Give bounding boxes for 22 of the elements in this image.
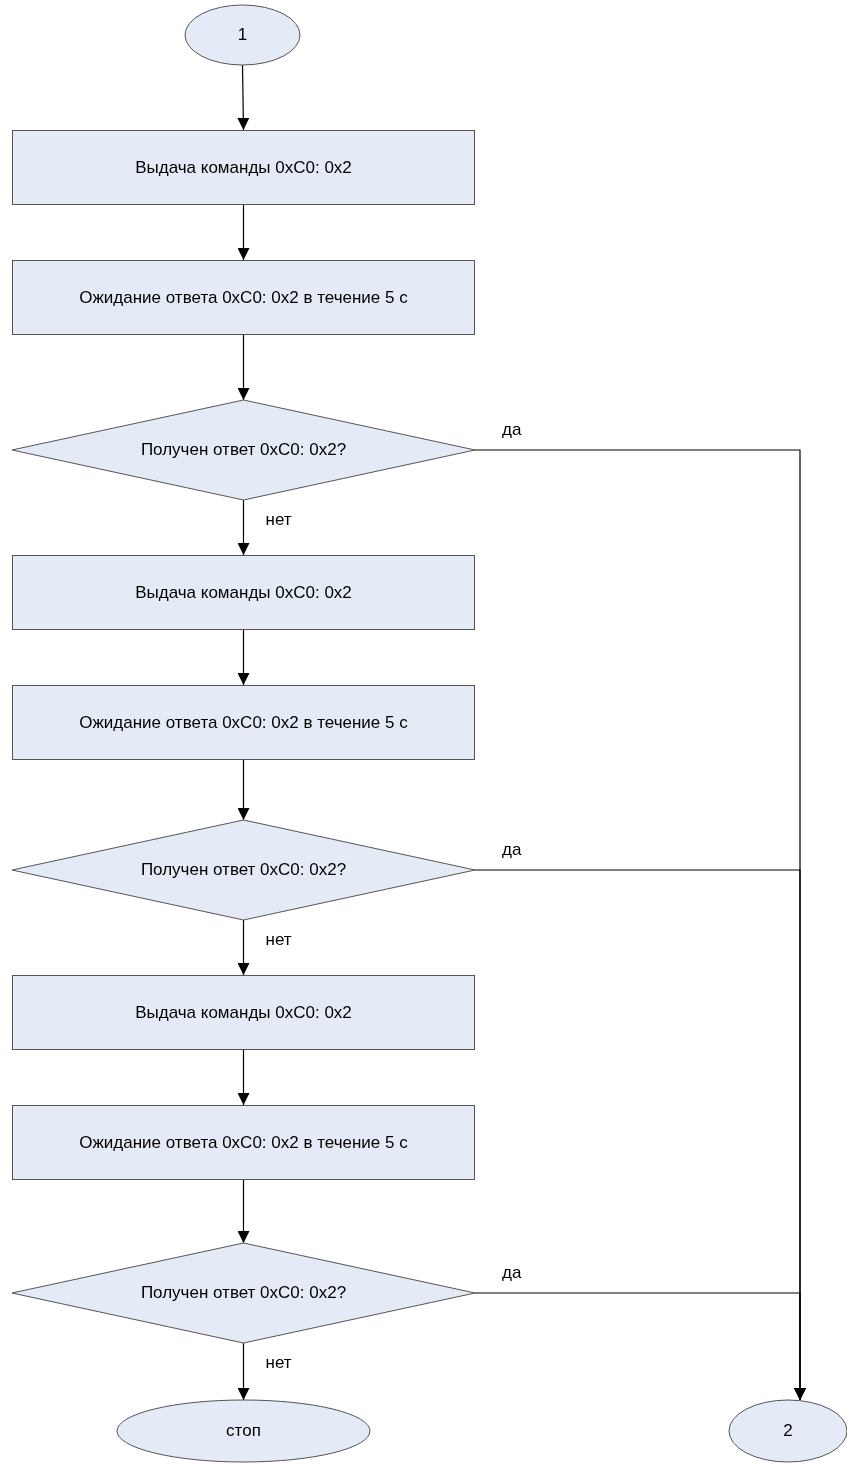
arrow xyxy=(474,1292,806,1401)
process-box: Ожидание ответа 0xC0: 0x2 в течение 5 с xyxy=(12,1105,475,1180)
arrow xyxy=(237,629,250,686)
process-box: Ожидание ответа 0xC0: 0x2 в течение 5 с xyxy=(12,260,475,335)
arrow xyxy=(237,64,250,131)
arrow xyxy=(237,759,250,821)
arrow xyxy=(237,499,250,556)
arrow xyxy=(237,1342,250,1401)
arrow xyxy=(237,334,250,401)
process-box: Выдача команды 0xC0: 0x2 xyxy=(12,975,475,1050)
decision-diamond: Получен ответ 0xC0: 0x2? xyxy=(12,820,475,920)
decision-diamond: Получен ответ 0xC0: 0x2? xyxy=(12,400,475,500)
arrow xyxy=(237,204,250,261)
arrow xyxy=(237,1049,250,1106)
process-box: Ожидание ответа 0xC0: 0x2 в течение 5 с xyxy=(12,685,475,760)
decision-diamond: Получен ответ 0xC0: 0x2? xyxy=(12,1243,475,1343)
arrow xyxy=(237,919,250,976)
terminal-oval: 1 xyxy=(185,5,300,65)
terminal-oval: стоп xyxy=(117,1400,370,1462)
arrow xyxy=(237,1179,250,1244)
process-box: Выдача команды 0xC0: 0x2 xyxy=(12,130,475,205)
process-box: Выдача команды 0xC0: 0x2 xyxy=(12,555,475,630)
